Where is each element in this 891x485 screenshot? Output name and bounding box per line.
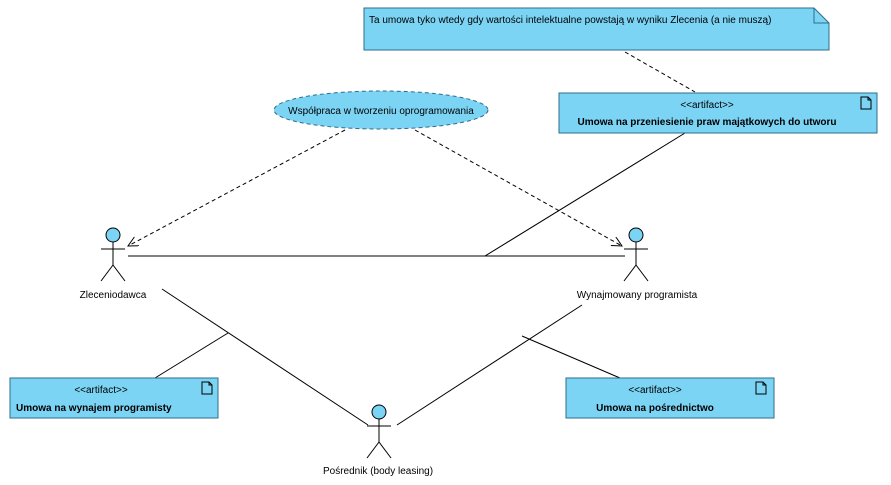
artifact-link-rental[interactable] <box>154 332 229 379</box>
artifact-property-transfer[interactable]: <<artifact>> Umowa na przeniesienie praw… <box>558 92 878 134</box>
artifact-document-icon <box>201 381 213 395</box>
actor-icon <box>366 404 392 459</box>
artifact-document-icon <box>860 96 872 110</box>
actor-label: Zleceniodawca <box>80 290 147 301</box>
dependency-to-client[interactable] <box>128 129 346 246</box>
note-text: Ta umowa tyko wtedy gdy wartości intelek… <box>369 15 771 26</box>
artifact-rental[interactable]: <<artifact>> Umowa na wynajem programist… <box>9 377 219 419</box>
note-anchor-line[interactable] <box>624 51 696 93</box>
artifact-mediation[interactable]: <<artifact>> Umowa na pośrednictwo <box>565 377 775 419</box>
actor-icon <box>623 227 649 282</box>
artifact-stereotype: <<artifact>> <box>680 100 734 111</box>
association-programmer-intermediary[interactable] <box>396 304 583 426</box>
actor-label: Pośrednik (body leasing) <box>323 466 433 477</box>
actor-programmer[interactable]: Wynajmowany programista <box>577 227 698 301</box>
use-case[interactable]: Współpraca w tworzeniu oprogramowania <box>273 90 489 130</box>
artifact-document-icon <box>755 381 767 395</box>
actor-client[interactable]: Zleceniodawca <box>80 227 147 301</box>
dependency-to-programmer[interactable] <box>414 129 622 246</box>
association-client-intermediary[interactable] <box>161 288 369 426</box>
artifact-title: Umowa na wynajem programisty <box>16 403 172 414</box>
connectors <box>128 51 696 426</box>
actor-intermediary[interactable]: Pośrednik (body leasing) <box>323 404 433 477</box>
artifact-stereotype: <<artifact>> <box>74 385 128 396</box>
actor-icon <box>100 227 126 282</box>
artifact-stereotype: <<artifact>> <box>628 385 682 396</box>
artifact-title: Umowa na pośrednictwo <box>596 403 714 414</box>
artifact-link-mediation[interactable] <box>521 335 621 379</box>
artifact-title: Umowa na przeniesienie praw majątkowych … <box>578 117 837 128</box>
artifact-link-property-transfer[interactable] <box>484 132 686 257</box>
use-case-label: Współpraca w tworzeniu oprogramowania <box>288 106 474 117</box>
note[interactable]: Ta umowa tyko wtedy gdy wartości intelek… <box>363 7 830 51</box>
actor-label: Wynajmowany programista <box>577 290 698 301</box>
